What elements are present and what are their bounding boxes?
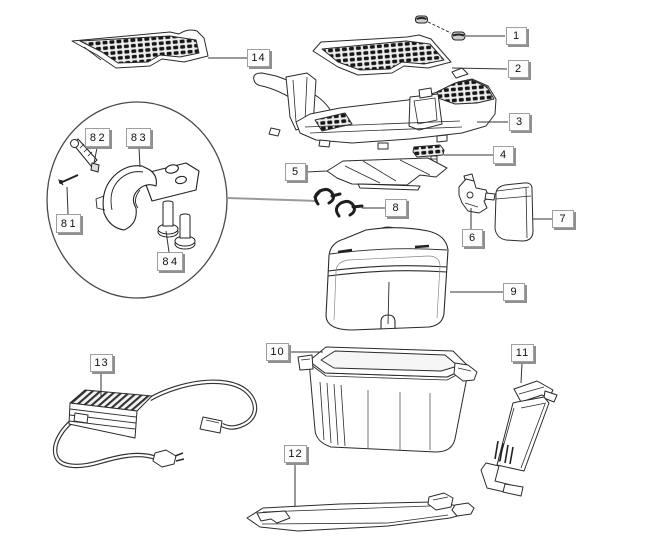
- callout-11: 11: [511, 344, 534, 362]
- callout-6: 6: [462, 229, 483, 247]
- detail-circle: [46, 101, 319, 299]
- callout-1: 1: [506, 27, 527, 45]
- callout-4: 4: [493, 146, 514, 164]
- mounting-plate: [326, 157, 448, 191]
- deck-frame: [253, 67, 497, 150]
- battery-tray: [297, 346, 478, 453]
- callout-83: 83: [126, 128, 151, 147]
- footrest-plate-right: [312, 34, 452, 76]
- floor-panel: [246, 492, 475, 532]
- footrest-plate-left: [71, 29, 209, 69]
- battery-case: [325, 226, 449, 331]
- battery-charger: [52, 379, 258, 469]
- callout-8: 8: [385, 199, 407, 217]
- callout-10: 10: [266, 343, 289, 361]
- callout-14: 14: [247, 49, 270, 67]
- callout-12: 12: [284, 445, 307, 463]
- side-cover: [494, 182, 534, 242]
- channel-bracket: [480, 380, 558, 497]
- callout-3: 3: [509, 113, 530, 131]
- callout-81: 81: [56, 214, 81, 233]
- bolt-82: [70, 138, 100, 173]
- callout-5: 5: [285, 163, 306, 181]
- cap-plugs: [415, 15, 466, 41]
- leader-lines: [66, 35, 552, 506]
- callout-13: 13: [90, 354, 113, 372]
- cotter-pin-81: [58, 174, 79, 186]
- hook-clips: [313, 187, 364, 218]
- latch: [458, 173, 496, 214]
- detail-link-line: [226, 197, 319, 202]
- studs-84: [157, 200, 196, 250]
- callout-2: 2: [508, 60, 529, 78]
- clamp-bracket-83: [95, 162, 200, 231]
- callout-84: 84: [157, 252, 183, 271]
- callout-9: 9: [503, 283, 525, 301]
- callout-7: 7: [552, 210, 574, 228]
- callout-82: 82: [85, 128, 110, 147]
